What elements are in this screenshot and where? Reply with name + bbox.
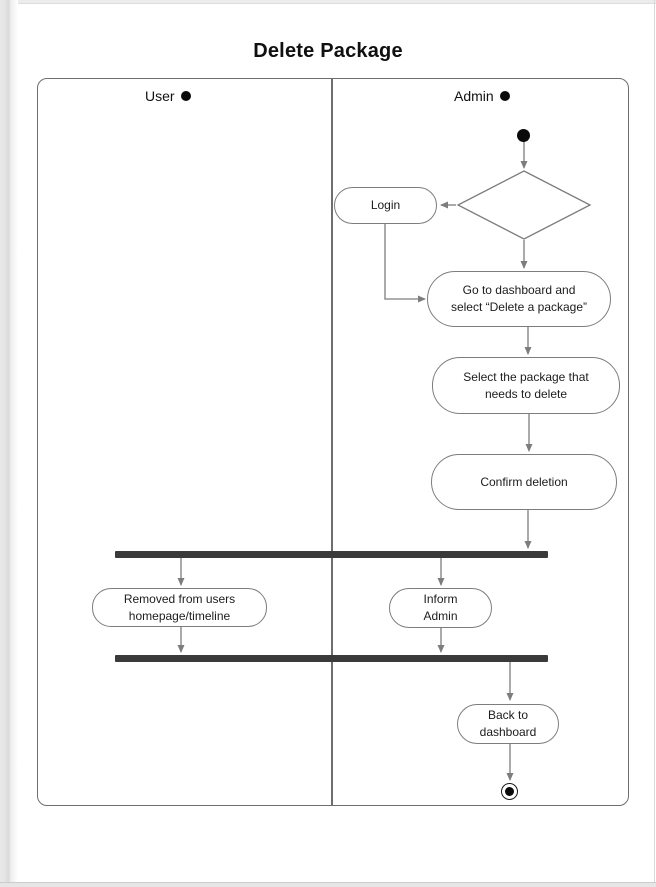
activity-back-to-dashboard: Back to dashboard xyxy=(457,704,559,744)
final-node-icon xyxy=(501,783,518,800)
activity-label: Login xyxy=(370,198,401,213)
activity-label: Inform xyxy=(423,592,458,607)
activity-select-package: Select the package that needs to delete xyxy=(432,357,620,414)
join-bar xyxy=(115,655,548,662)
activity-go-to-dashboard: Go to dashboard and select “Delete a pac… xyxy=(427,271,611,327)
diagram-title: Delete Package xyxy=(253,40,403,62)
final-node-core xyxy=(505,787,514,796)
activity-label: needs to delete xyxy=(484,386,568,401)
lane-label-admin: Admin xyxy=(454,88,494,104)
filled-circle-icon xyxy=(499,91,510,101)
activity-removed-from-users: Removed from users homepage/timeline xyxy=(92,588,267,627)
activity-label: homepage/timeline xyxy=(128,608,231,623)
page-edge-right xyxy=(654,0,655,887)
activity-label: Go to dashboard and xyxy=(462,283,576,298)
lane-label-user: User xyxy=(145,88,175,104)
activity-label: Select the package that xyxy=(463,369,589,384)
activity-login: Login xyxy=(334,187,437,224)
activity-inform-admin: Inform Admin xyxy=(389,588,492,628)
page-edge-top xyxy=(0,0,656,4)
lane-header-user: User xyxy=(145,88,191,104)
lane-header-admin: Admin xyxy=(454,88,510,104)
activity-label: Confirm deletion xyxy=(480,474,568,489)
activity-confirm-deletion: Confirm deletion xyxy=(431,454,617,510)
page-edge-bottom xyxy=(0,882,656,887)
swimlane-frame xyxy=(37,78,629,806)
activity-label: select “Delete a package” xyxy=(450,300,588,314)
swimlane-divider xyxy=(331,78,333,806)
filled-circle-icon xyxy=(180,91,191,101)
activity-label: Back to xyxy=(487,708,529,723)
initial-node-icon xyxy=(517,129,530,142)
activity-label: Removed from users xyxy=(123,591,236,606)
activity-label: dashboard xyxy=(479,725,537,739)
fork-bar xyxy=(115,551,548,558)
page-edge-left xyxy=(0,0,18,887)
activity-label: Admin xyxy=(423,609,458,623)
